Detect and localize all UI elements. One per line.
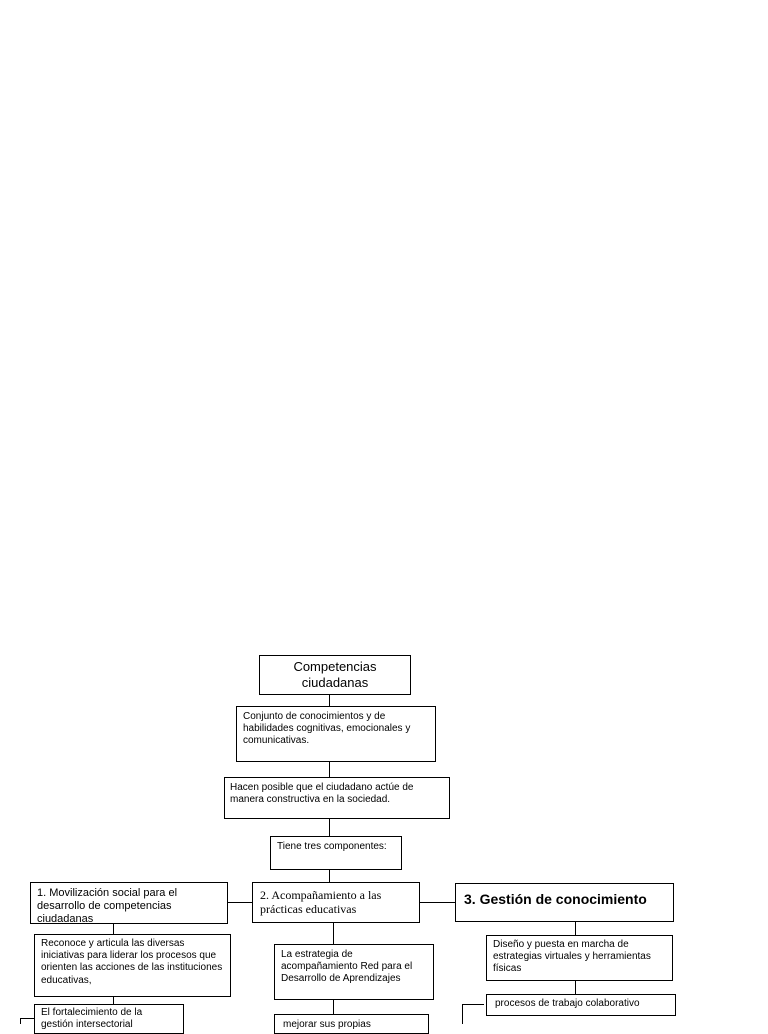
node-component-1-detail: Reconoce y articula las diversas iniciat… — [34, 934, 231, 997]
node-component-1-text: 1. Movilización social para el desarroll… — [37, 887, 178, 924]
node-root-text: Competencias ciudadanas — [293, 659, 377, 690]
connector-component3-detail2 — [575, 981, 576, 994]
node-components-intro-text: Tiene tres componentes: — [277, 841, 387, 852]
node-definition-text: Conjunto de conocimientos y de habilidad… — [243, 711, 411, 747]
connector-right-branch-v — [462, 1004, 463, 1024]
node-component-2: 2. Acompañamiento a las prácticas educat… — [252, 882, 420, 923]
connector-definition-purpose — [329, 761, 330, 777]
connector-component2-detail2 — [333, 1000, 334, 1014]
node-component-3-detail-2: procesos de trabajo colaborativo — [486, 994, 676, 1016]
node-component-3-detail: Diseño y puesta en marcha de estrategias… — [486, 935, 673, 981]
connector-component1-detail2 — [113, 997, 114, 1004]
node-purpose-text: Hacen posible que el ciudadano actúe de … — [230, 782, 414, 806]
node-component-2-detail-text: La estrategia de acompañamiento Red para… — [281, 949, 413, 985]
node-component-2-detail: La estrategia de acompañamiento Red para… — [274, 944, 434, 1000]
node-component-3-detail-text: Diseño y puesta en marcha de estrategias… — [493, 939, 651, 975]
node-component-1-detail-text: Reconoce y articula las diversas iniciat… — [41, 938, 223, 986]
node-component-1-detail-2-text: El fortalecimiento de la gestión interse… — [41, 1007, 143, 1031]
connector-component1-detail — [113, 923, 114, 934]
connector-right-branch-h — [462, 1004, 484, 1005]
node-root: Competencias ciudadanas — [259, 655, 411, 695]
node-components-intro: Tiene tres componentes: — [270, 836, 402, 870]
node-purpose: Hacen posible que el ciudadano actúe de … — [224, 777, 450, 819]
connector-component2-component3 — [420, 902, 455, 903]
node-component-3-detail-2-text: procesos de trabajo colaborativo — [495, 998, 640, 1009]
connector-purpose-intro — [329, 818, 330, 836]
node-definition: Conjunto de conocimientos y de habilidad… — [236, 706, 436, 762]
connector-intro-component2 — [329, 869, 330, 882]
connector-root-definition — [329, 694, 330, 706]
connector-component3-detail — [575, 922, 576, 935]
node-component-3-text: 3. Gestión de conocimiento — [464, 891, 647, 907]
connector-left-branch-v — [20, 1018, 21, 1024]
connector-left-branch-h — [20, 1018, 34, 1019]
connector-component1-component2 — [228, 902, 252, 903]
node-component-3: 3. Gestión de conocimiento — [455, 883, 674, 922]
node-component-1-detail-2: El fortalecimiento de la gestión interse… — [34, 1004, 184, 1034]
node-component-2-detail-2-text: mejorar sus propias — [283, 1019, 371, 1030]
node-component-2-text: 2. Acompañamiento a las prácticas educat… — [260, 888, 382, 917]
connector-component2-detail — [333, 923, 334, 944]
node-component-2-detail-2: mejorar sus propias — [274, 1014, 429, 1034]
node-component-1: 1. Movilización social para el desarroll… — [30, 882, 228, 924]
